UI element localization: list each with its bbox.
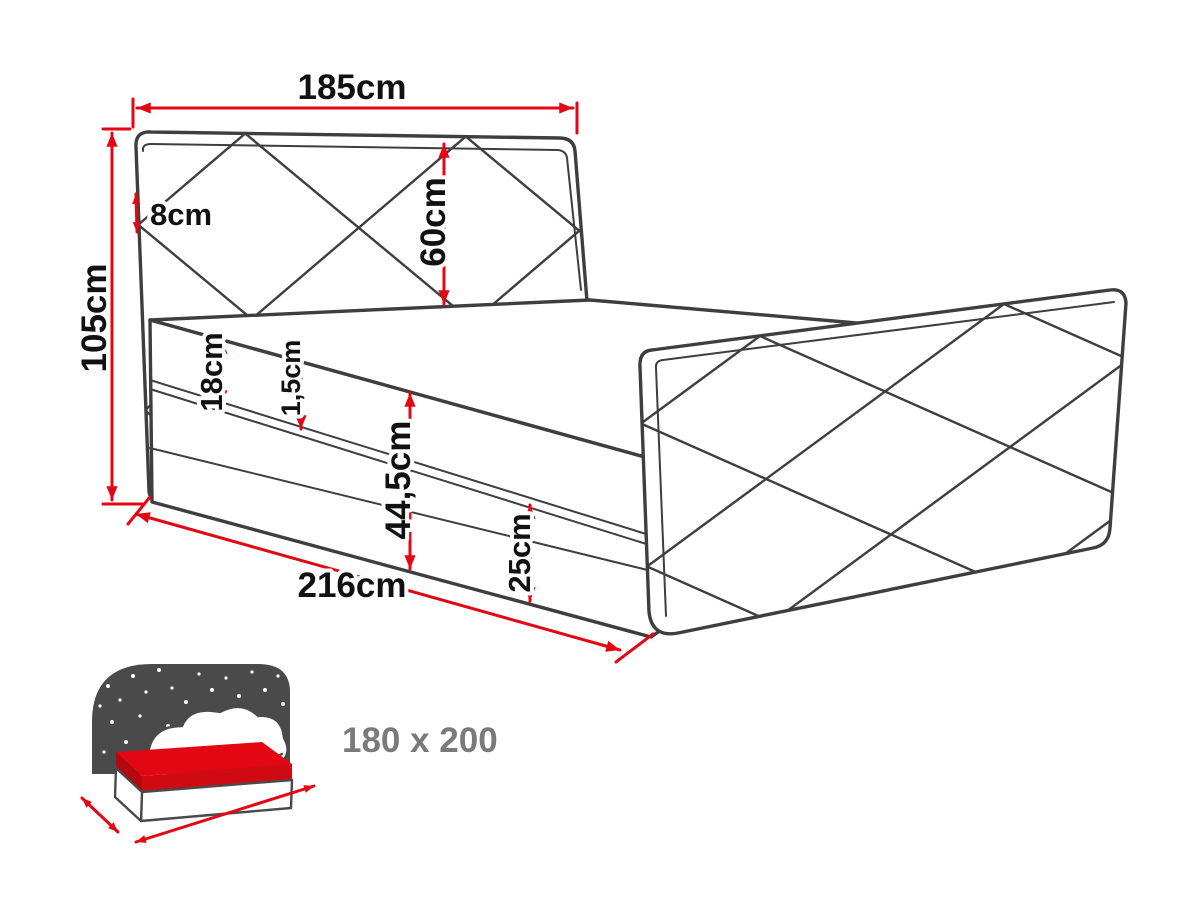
size-label: 180 x 200 [342, 721, 498, 760]
headboard-inner-border [141, 143, 582, 291]
dimension-total-length: 216cm [126, 495, 655, 664]
footboard-inner-border [654, 301, 1115, 617]
dim-label-105cm: 105cm [75, 264, 114, 373]
dim-label-25cm: 25cm [502, 513, 537, 592]
dimension-plinth-height: 25cm [498, 503, 541, 603]
width-arrow [80, 796, 120, 834]
dim-label-18cm: 18cm [194, 332, 229, 411]
dimension-piping: 1,5cm [272, 336, 310, 431]
dim-label-216cm: 216cm [298, 566, 407, 605]
length-arrow [134, 784, 316, 844]
dim-label-60cm: 60cm [414, 177, 453, 267]
dimension-headboard-panel-height: 60cm [410, 142, 457, 306]
mattress-front-red [142, 764, 292, 792]
mattress-left-red [116, 752, 142, 792]
dimension-frame-edge: 8cm [132, 192, 216, 236]
dimension-mattress-thickness: 18cm [190, 328, 233, 415]
dimension-headboard-width: 185cm [131, 64, 579, 135]
bed-size-icon: 180 x 200 [80, 664, 500, 844]
mattress-top-red [116, 742, 292, 776]
dimension-annotations: 185cm 105cm 8cm 60cm 18cm 1,5cm 44,5cm [71, 64, 655, 664]
dim-label-185cm: 185cm [298, 68, 407, 107]
footboard-panel [638, 288, 1128, 636]
dim-label-1-5cm: 1,5cm [276, 340, 306, 417]
dim-label-44-5cm: 44,5cm [379, 421, 418, 540]
dim-label-8cm: 8cm [150, 197, 212, 232]
dimension-total-height: 105cm [71, 127, 144, 506]
